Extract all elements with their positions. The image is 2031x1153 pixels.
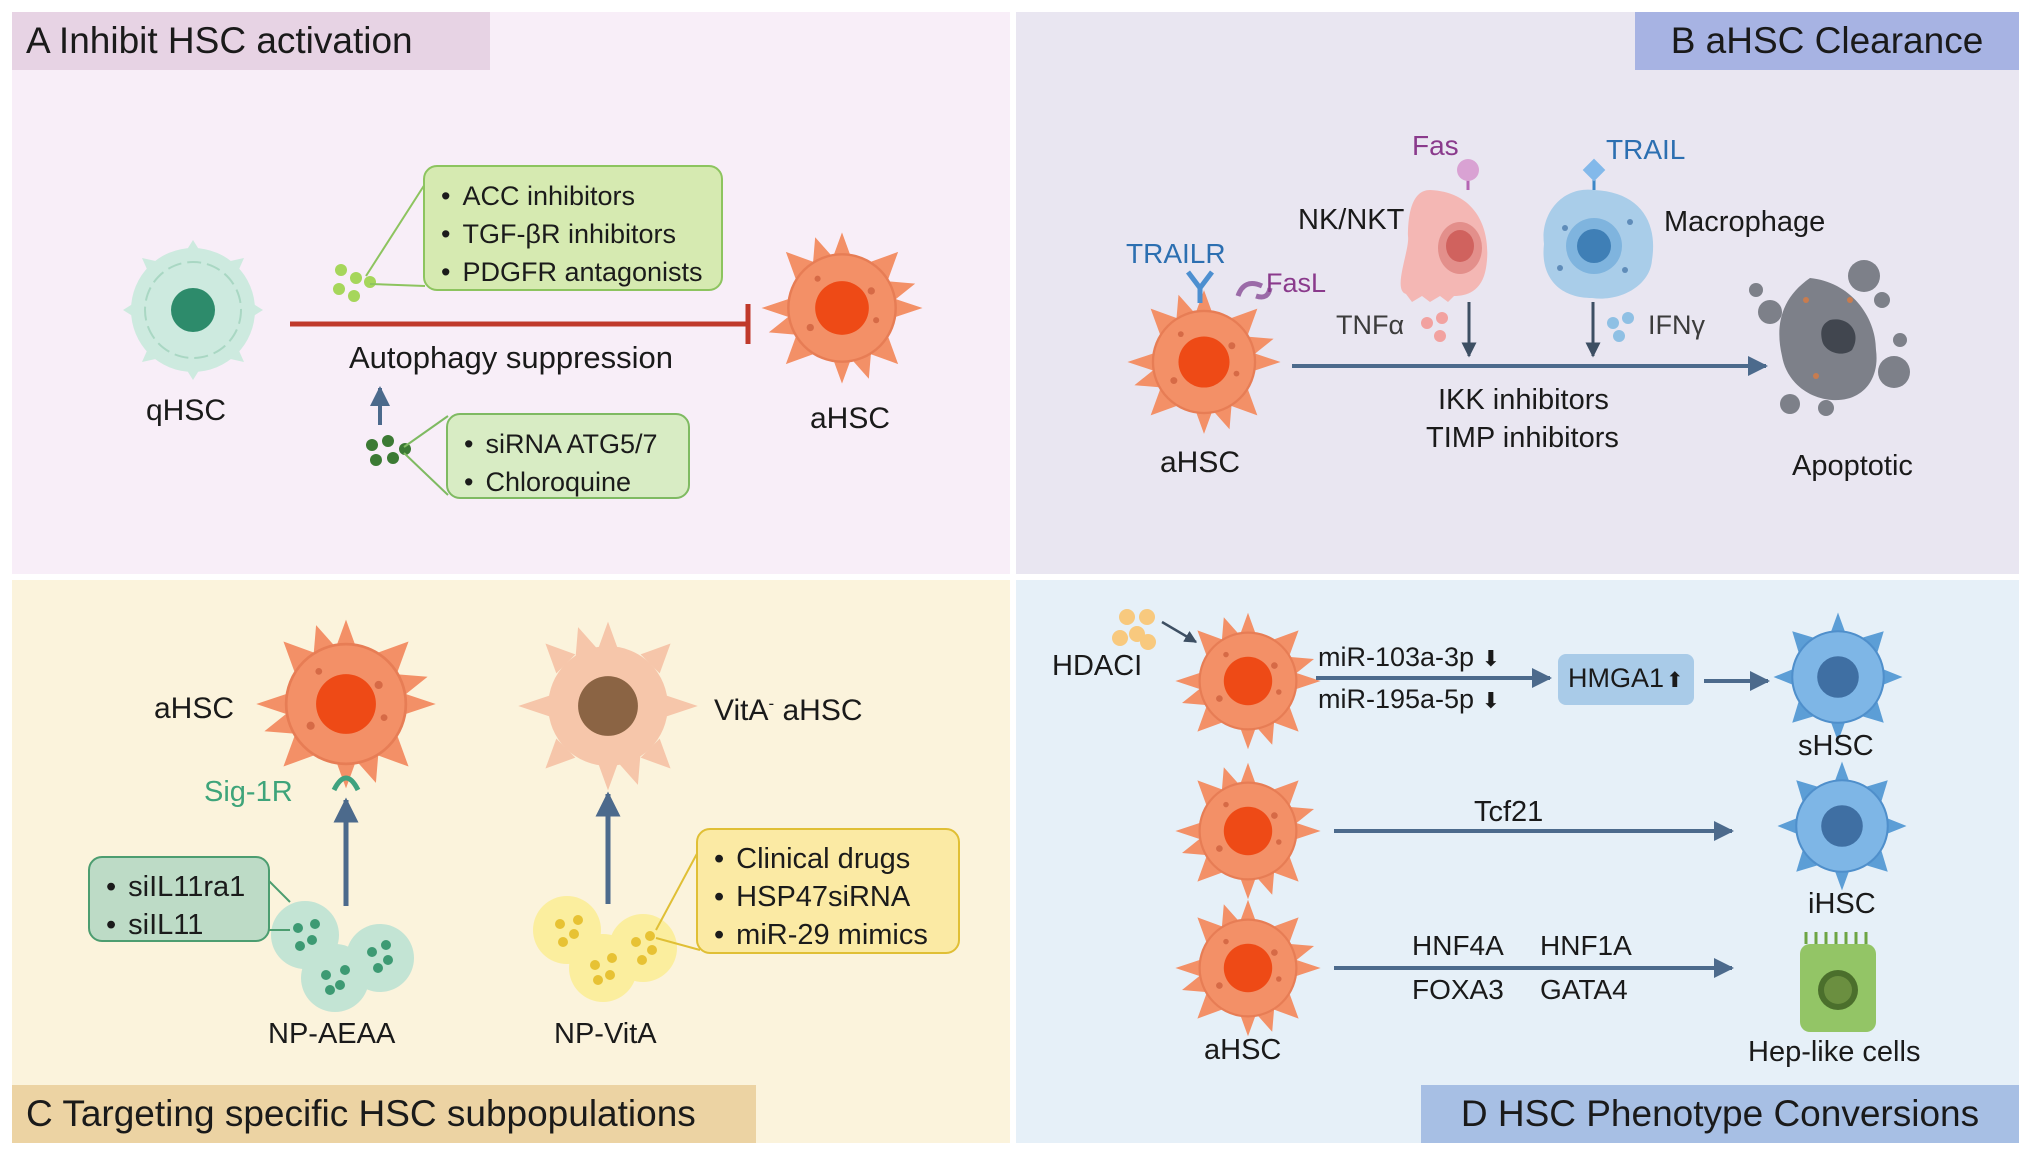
mir-195a-label: miR-195a-5p ⬇ [1318,684,1500,715]
qhsc-label: qHSC [146,394,227,427]
nk-nkt-label: NK/NKT [1298,204,1405,236]
nanoparticle-vita-icon [533,896,677,1002]
ahsc-cell-icon [254,618,438,790]
hmga1-text: HMGA1 [1568,663,1665,693]
list-item: siIL11 [106,906,252,944]
tcf21-label: Tcf21 [1474,796,1544,828]
autophagy-suppression-label: Autophagy suppression [349,340,674,375]
hdaci-dots-icon [1112,609,1156,650]
ihsc-cell-icon [1776,760,1908,892]
np-vita-label: NP-VitA [554,1018,657,1050]
fasl-ligand-icon [1235,281,1273,300]
panel-b-title: B aHSC Clearance [1635,12,2019,70]
ahsc-cell-icon [1174,898,1322,1038]
fas-label: Fas [1412,130,1459,161]
sirna-box: siIL11ra1 siIL11 [88,856,270,942]
macrophage-label: Macrophage [1664,206,1826,238]
ahsc-cell-icon [1174,761,1322,901]
ihsc-label: iHSC [1808,888,1876,920]
ahsc-label: aHSC [154,692,235,725]
nk-cell-icon [1400,159,1488,302]
hepatocyte-icon [1800,932,1876,1032]
list-item: TGF-βR inhibitors [441,215,705,253]
list-item: siIL11ra1 [106,868,252,906]
sig1r-label: Sig-1R [204,776,293,808]
gata4-label: GATA4 [1540,974,1628,1005]
trailr-receptor-icon [1186,270,1214,303]
panel-c-title: C Targeting specific HSC subpopulations [12,1085,756,1143]
ahsc-cell-icon [1126,288,1282,436]
ahsc-label: aHSC [1160,446,1241,479]
macrophage-cell-icon [1543,158,1654,299]
mir-195a-text: miR-195a-5p [1318,684,1475,714]
list-item: Chloroquine [464,463,672,501]
ahsc-label: aHSC [1204,1034,1282,1066]
nanoparticle-aeaa-icon [271,901,414,1012]
trail-label: TRAIL [1606,134,1686,165]
hnf4a-label: HNF4A [1412,930,1504,961]
fasl-label: FasL [1266,268,1327,298]
list-item: HSP47siRNA [714,878,942,916]
vita-ahsc-label: VitA- aHSC [714,694,863,728]
autophagy-inhibitors-box: siRNA ATG5/7 Chloroquine [446,413,690,499]
panel-a-title: A Inhibit HSC activation [12,12,490,70]
shsc-label: sHSC [1798,730,1874,762]
sig1r-receptor-icon [331,775,361,792]
foxa3-label: FOXA3 [1412,974,1504,1005]
ahsc-label: aHSC [810,402,891,435]
vita-superscript: - [768,694,775,713]
ikk-inhibitors-label: IKK inhibitors [1438,384,1609,416]
drug-dots-icon [333,264,376,302]
list-item: ACC inhibitors [441,177,705,215]
panel-ahsc-clearance: B aHSC Clearance [1016,12,2019,574]
list-item: PDGFR antagonists [441,253,705,291]
hdaci-label: HDACI [1052,650,1143,682]
ahsc-cell-icon [760,231,924,385]
activation-inhibitors-box: ACC inhibitors TGF-βR inhibitors PDGFR a… [423,165,723,291]
list-item: Clinical drugs [714,840,942,878]
ifn-dots-icon [1607,312,1634,342]
list-item: siRNA ATG5/7 [464,425,672,463]
ifn-gamma-label: IFNγ [1648,310,1705,340]
qhsc-cell-icon [123,240,263,380]
mir-103a-label: miR-103a-3p ⬇ [1318,642,1500,673]
vita-ahsc-cell-icon [518,621,698,791]
shsc-cell-icon [1772,611,1904,743]
hep-like-cells-label: Hep-like cells [1748,1036,1921,1068]
drugs-box: Clinical drugs HSP47siRNA miR-29 mimics [696,828,960,954]
hnf1a-label: HNF1A [1540,930,1632,961]
trailr-label: TRAILR [1126,238,1226,269]
up-arrow-icon: ⬆ [1666,669,1684,692]
np-aeaa-label: NP-AEAA [268,1018,396,1050]
mir-103a-text: miR-103a-3p [1318,642,1475,672]
down-arrow-icon: ⬇ [1481,646,1501,671]
autophagy-inhibitor-dots-icon [366,435,411,466]
timp-inhibitors-label: TIMP inhibitors [1426,422,1619,454]
hmga1-badge: HMGA1⬆ [1558,654,1694,705]
vita-label: VitA [714,694,769,727]
apoptotic-cell-icon [1749,260,1910,416]
tnf-dots-icon [1421,312,1448,342]
panel-d-title: D HSC Phenotype Conversions [1421,1085,2019,1143]
ahsc-cell-icon [1174,611,1322,751]
down-arrow-icon: ⬇ [1481,688,1501,713]
vita-ahsc-suffix: aHSC [774,694,863,727]
apoptotic-label: Apoptotic [1792,450,1913,482]
tnf-alpha-label: TNFα [1336,310,1405,340]
list-item: miR-29 mimics [714,916,942,954]
